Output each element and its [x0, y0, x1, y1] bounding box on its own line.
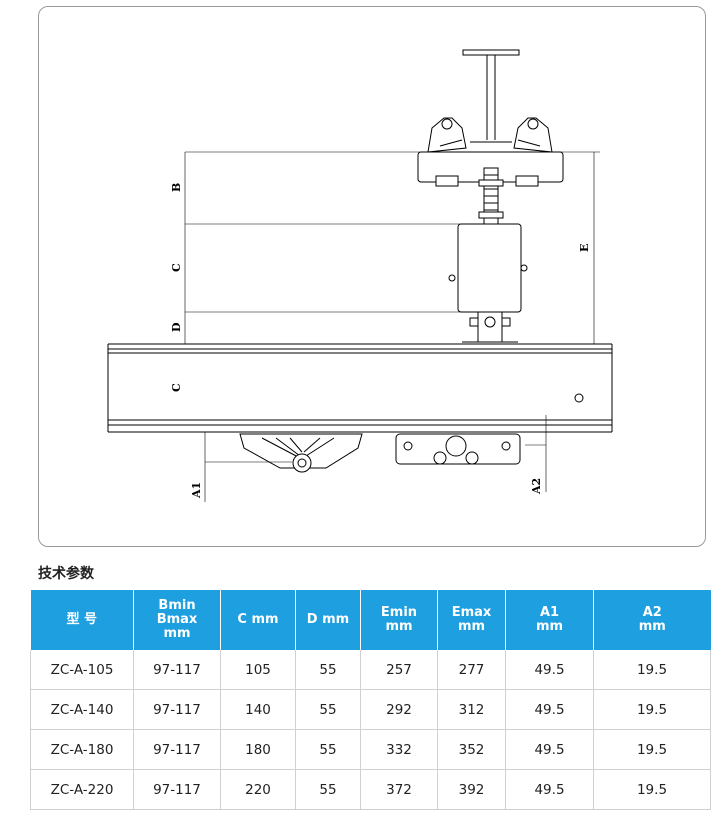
cell-emin: 292 [360, 689, 438, 730]
technical-drawing-frame [38, 6, 706, 547]
cell-b: 97-117 [133, 769, 221, 810]
cell-a1: 49.5 [505, 769, 594, 810]
cell-model: ZC-A-140 [30, 689, 134, 730]
dim-label-e: E [578, 244, 591, 252]
cell-d: 55 [295, 729, 361, 770]
trolley-right [395, 433, 521, 465]
table-row: ZC-A-220 97-117 220 55 372 392 49.5 19.5 [30, 769, 711, 810]
header-c: C mm [220, 590, 296, 650]
cell-model: ZC-A-180 [30, 729, 134, 770]
header-model: 型 号 [30, 590, 134, 650]
dim-label-c-upper: C [170, 263, 183, 272]
dim-label-a2: A2 [530, 478, 543, 495]
cell-c: 220 [220, 769, 296, 810]
cell-b: 97-117 [133, 689, 221, 730]
cell-model: ZC-A-105 [30, 650, 134, 690]
section-title: 技术参数 [38, 566, 94, 582]
table-row: ZC-A-140 97-117 140 55 292 312 49.5 19.5 [30, 689, 711, 730]
header-d: D mm [295, 590, 361, 650]
cell-a1: 49.5 [505, 689, 594, 730]
threaded-rod [478, 167, 504, 225]
spring-housing [448, 223, 528, 313]
cell-emax: 277 [437, 650, 506, 690]
cell-d: 55 [295, 769, 361, 810]
clamp-plate [417, 151, 564, 187]
cell-a2: 19.5 [593, 689, 711, 730]
cell-a1: 49.5 [505, 650, 594, 690]
cell-emax: 392 [437, 769, 506, 810]
cell-b: 97-117 [133, 729, 221, 770]
cell-c: 140 [220, 689, 296, 730]
dim-label-a1: A1 [190, 482, 203, 499]
conveyor-rail [107, 343, 613, 433]
dim-label-c-lower: C [170, 383, 183, 392]
i-beam [462, 49, 520, 143]
beam-clamp-right [513, 117, 553, 153]
dimension-labels: B C D C E A1 A2 [170, 183, 591, 499]
beam-clamp-left [427, 117, 467, 153]
technical-drawing: B C D C E A1 A2 [107, 49, 613, 502]
cell-d: 55 [295, 650, 361, 690]
table-row: ZC-A-180 97-117 180 55 332 352 49.5 19.5 [30, 729, 711, 770]
table-row: ZC-A-105 97-117 105 55 257 277 49.5 19.5 [30, 650, 711, 690]
dim-label-b: B [170, 183, 183, 192]
cell-emax: 352 [437, 729, 506, 770]
cell-b: 97-117 [133, 650, 221, 690]
cell-a2: 19.5 [593, 769, 711, 810]
cell-model: ZC-A-220 [30, 769, 134, 810]
cell-a2: 19.5 [593, 650, 711, 690]
cell-c: 105 [220, 650, 296, 690]
cell-c: 180 [220, 729, 296, 770]
lower-link [462, 311, 518, 343]
trolley-left [239, 433, 363, 473]
cell-a1: 49.5 [505, 729, 594, 770]
cell-emin: 332 [360, 729, 438, 770]
cell-emax: 312 [437, 689, 506, 730]
dim-label-d: D [170, 322, 183, 332]
cell-d: 55 [295, 689, 361, 730]
cell-emin: 372 [360, 769, 438, 810]
cell-emin: 257 [360, 650, 438, 690]
dimension-lines [184, 151, 600, 502]
cell-a2: 19.5 [593, 729, 711, 770]
